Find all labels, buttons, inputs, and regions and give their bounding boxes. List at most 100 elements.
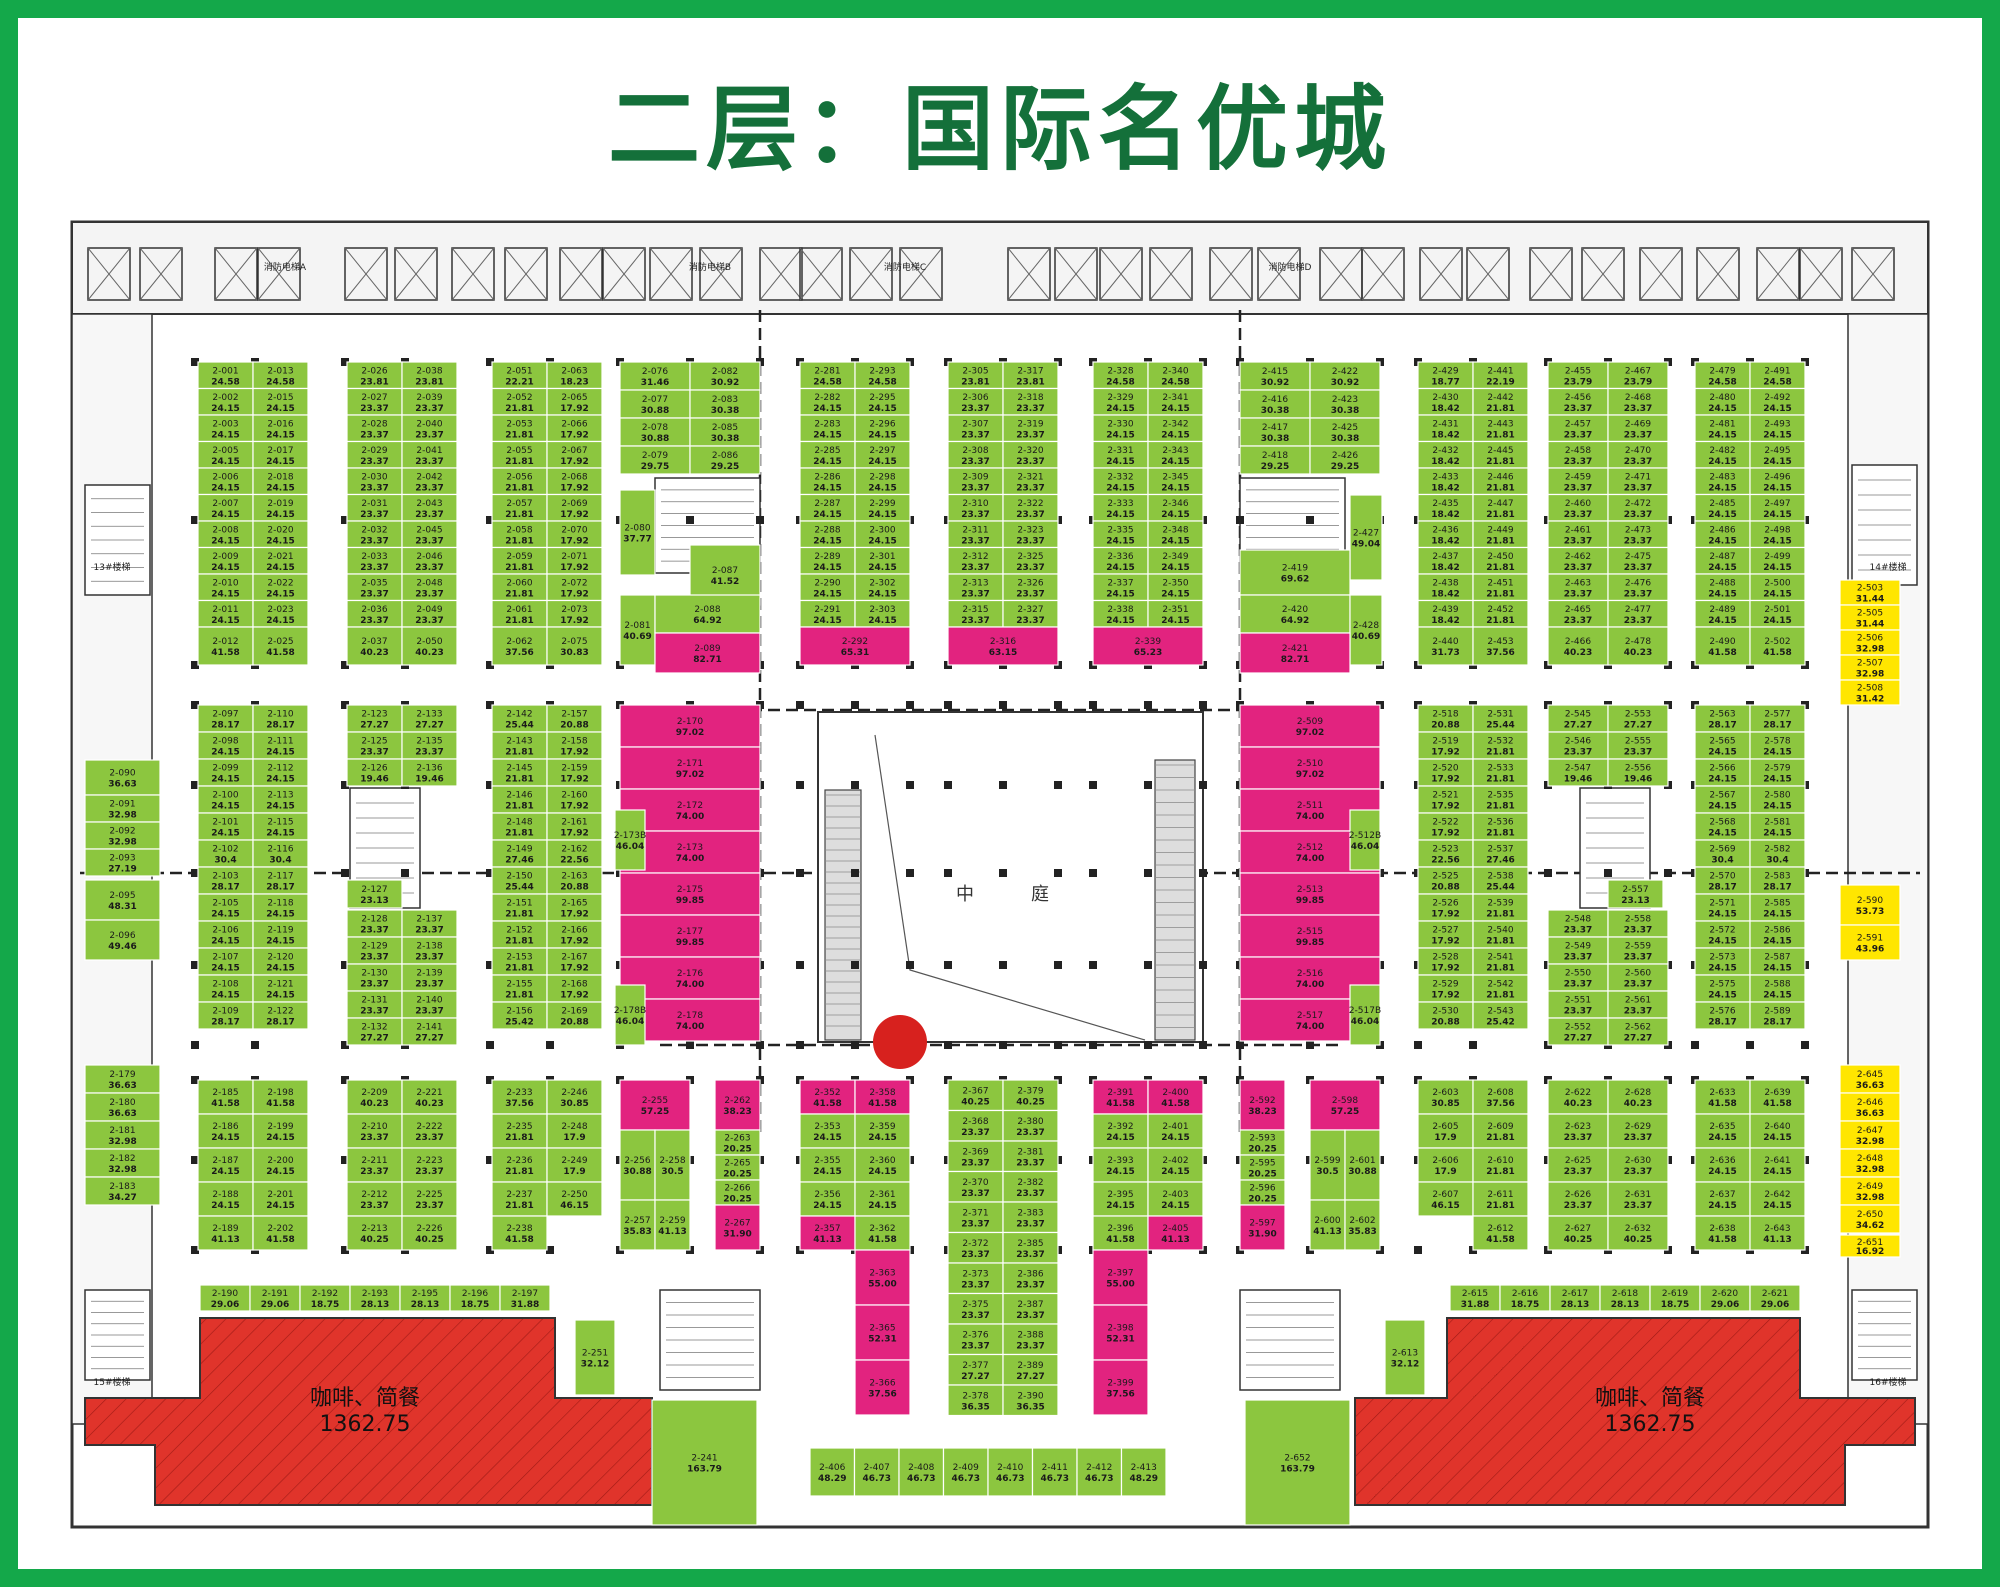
shop-unit[interactable]: 2-45021.81 bbox=[1472, 546, 1529, 575]
shop-unit[interactable]: 2-60617.9 bbox=[1417, 1147, 1474, 1183]
shop-unit[interactable]: 2-40041.58 bbox=[1147, 1079, 1204, 1115]
shop-unit[interactable]: 2-52117.92 bbox=[1417, 785, 1474, 814]
shop-unit[interactable]: 2-09649.46 bbox=[84, 919, 161, 961]
shop-unit[interactable]: 2-56624.15 bbox=[1694, 758, 1751, 787]
shop-unit[interactable]: 2-52217.92 bbox=[1417, 812, 1474, 841]
shop-unit[interactable]: 2-10524.15 bbox=[197, 893, 254, 922]
shop-unit[interactable]: 2-34124.15 bbox=[1147, 387, 1204, 416]
shop-unit[interactable]: 2-18334.27 bbox=[84, 1176, 161, 1206]
shop-unit[interactable]: 2-62840.23 bbox=[1607, 1079, 1669, 1115]
shop-unit[interactable]: 2-34924.15 bbox=[1147, 546, 1204, 575]
shop-unit[interactable]: 2-59320.25 bbox=[1239, 1129, 1286, 1156]
shop-unit[interactable]: 2-26620.25 bbox=[714, 1179, 761, 1206]
shop-unit[interactable]: 2-35324.15 bbox=[799, 1113, 856, 1149]
shop-unit[interactable]: 2-28224.15 bbox=[799, 387, 856, 416]
shop-unit[interactable]: 2-12124.15 bbox=[252, 974, 309, 1003]
shop-unit[interactable]: 2-63941.58 bbox=[1749, 1079, 1806, 1115]
shop-unit[interactable]: 2-07830.88 bbox=[619, 417, 691, 447]
shop-unit[interactable]: 2-41630.38 bbox=[1239, 389, 1311, 419]
shop-unit[interactable]: 2-55923.37 bbox=[1607, 936, 1669, 965]
shop-unit[interactable]: 2-14521.81 bbox=[491, 758, 548, 787]
shop-unit[interactable]: 2-20124.15 bbox=[252, 1181, 309, 1217]
shop-unit[interactable]: 2-52017.92 bbox=[1417, 758, 1474, 787]
shop-unit[interactable]: 2-14621.81 bbox=[491, 785, 548, 814]
shop-unit[interactable]: 2-62623.37 bbox=[1547, 1181, 1609, 1217]
shop-unit[interactable]: 2-43818.42 bbox=[1417, 573, 1474, 602]
shop-unit[interactable]: 2-02723.37 bbox=[346, 387, 403, 416]
shop-unit[interactable]: 2-18624.15 bbox=[197, 1113, 254, 1149]
shop-unit[interactable]: 2-14127.27 bbox=[401, 1017, 458, 1046]
shop-unit[interactable]: 2-63123.37 bbox=[1607, 1181, 1669, 1217]
shop-unit[interactable]: 2-37523.37 bbox=[947, 1292, 1004, 1325]
shop-unit[interactable]: 2-12523.37 bbox=[346, 731, 403, 760]
shop-unit[interactable]: 2-58230.4 bbox=[1749, 839, 1806, 868]
shop-unit[interactable]: 2-49224.15 bbox=[1749, 387, 1806, 416]
shop-unit[interactable]: 2-30723.37 bbox=[947, 414, 1004, 443]
shop-unit[interactable]: 2-55523.37 bbox=[1607, 731, 1669, 760]
shop-unit[interactable]: 2-58124.15 bbox=[1749, 812, 1806, 841]
shop-unit[interactable]: 2-42918.77 bbox=[1417, 361, 1474, 390]
shop-unit[interactable]: 2-58524.15 bbox=[1749, 893, 1806, 922]
shop-unit[interactable]: 2-02324.15 bbox=[252, 599, 309, 628]
shop-unit[interactable]: 2-13823.37 bbox=[401, 936, 458, 965]
shop-unit[interactable]: 2-30923.37 bbox=[947, 467, 1004, 496]
shop-unit[interactable]: 2-61332.12 bbox=[1384, 1319, 1426, 1396]
shop-unit[interactable]: 2-48124.15 bbox=[1694, 414, 1751, 443]
shop-unit[interactable]: 2-35241.58 bbox=[799, 1079, 856, 1115]
shop-unit[interactable]: 2-33224.15 bbox=[1092, 467, 1149, 496]
shop-unit[interactable]: 2-07117.92 bbox=[546, 546, 603, 575]
shop-unit[interactable]: 2-28724.15 bbox=[799, 493, 856, 522]
shop-unit[interactable]: 2-50531.44 bbox=[1839, 604, 1901, 631]
shop-unit[interactable]: 2-05521.81 bbox=[491, 440, 548, 469]
shop-unit[interactable]: 2-39036.35 bbox=[1002, 1384, 1059, 1417]
shop-unit[interactable]: 2-22640.25 bbox=[401, 1215, 458, 1251]
shop-unit[interactable]: 2-13327.27 bbox=[401, 704, 458, 733]
shop-unit[interactable]: 2-64341.13 bbox=[1749, 1215, 1806, 1251]
shop-unit[interactable]: 2-06917.92 bbox=[546, 493, 603, 522]
shop-unit[interactable]: 2-07017.92 bbox=[546, 520, 603, 549]
shop-unit[interactable]: 2-49324.15 bbox=[1749, 414, 1806, 443]
shop-unit[interactable]: 2-03023.37 bbox=[346, 467, 403, 496]
shop-unit[interactable]: 2-11324.15 bbox=[252, 785, 309, 814]
shop-unit[interactable]: 2-32824.58 bbox=[1092, 361, 1149, 390]
shop-unit[interactable]: 2-21023.37 bbox=[346, 1113, 403, 1149]
shop-unit[interactable]: 2-22323.37 bbox=[401, 1147, 458, 1183]
shop-unit[interactable]: 2-47723.37 bbox=[1607, 599, 1669, 628]
shop-unit[interactable]: 2-28924.15 bbox=[799, 546, 856, 575]
shop-unit[interactable]: 2-54923.37 bbox=[1547, 936, 1609, 965]
shop-unit[interactable]: 2-15917.92 bbox=[546, 758, 603, 787]
shop-unit[interactable]: 2-19328.13 bbox=[349, 1284, 401, 1312]
shop-unit[interactable]: 2-13523.37 bbox=[401, 731, 458, 760]
shop-unit[interactable]: 2-62923.37 bbox=[1607, 1113, 1669, 1149]
shop-unit[interactable]: 2-11630.4 bbox=[252, 839, 309, 868]
shop-unit[interactable]: 2-56824.15 bbox=[1694, 812, 1751, 841]
shop-unit[interactable]: 2-19924.15 bbox=[252, 1113, 309, 1149]
shop-unit[interactable]: 2-42530.38 bbox=[1309, 417, 1381, 447]
shop-unit[interactable]: 2-31923.37 bbox=[1002, 414, 1059, 443]
shop-unit[interactable]: 2-29124.15 bbox=[799, 599, 856, 628]
shop-unit[interactable]: 2-13023.37 bbox=[346, 963, 403, 992]
shop-unit[interactable]: 2-54325.42 bbox=[1472, 1001, 1529, 1030]
shop-unit[interactable]: 2-01524.15 bbox=[252, 387, 309, 416]
shop-unit[interactable]: 2-38123.37 bbox=[1002, 1140, 1059, 1173]
shop-unit[interactable]: 2-45823.37 bbox=[1547, 440, 1609, 469]
shop-unit[interactable]: 2-42064.92 bbox=[1239, 594, 1351, 634]
shop-unit[interactable]: 2-173B46.04 bbox=[614, 809, 646, 871]
shop-unit[interactable]: 2-09924.15 bbox=[197, 758, 254, 787]
shop-unit[interactable]: 2-178B46.04 bbox=[614, 984, 646, 1046]
shop-unit[interactable]: 2-32223.37 bbox=[1002, 493, 1059, 522]
shop-unit[interactable]: 2-00524.15 bbox=[197, 440, 254, 469]
shop-unit[interactable]: 2-47623.37 bbox=[1607, 573, 1669, 602]
shop-unit[interactable]: 2-51399.85 bbox=[1239, 872, 1381, 916]
shop-unit[interactable]: 2-34324.15 bbox=[1147, 440, 1204, 469]
shop-unit[interactable]: 2-02823.37 bbox=[346, 414, 403, 443]
shop-unit[interactable]: 2-06517.92 bbox=[546, 387, 603, 416]
shop-unit[interactable]: 2-40846.73 bbox=[898, 1447, 945, 1497]
shop-unit[interactable]: 2-54021.81 bbox=[1472, 920, 1529, 949]
shop-unit[interactable]: 2-23521.81 bbox=[491, 1113, 548, 1149]
shop-unit[interactable]: 2-47323.37 bbox=[1607, 520, 1669, 549]
shop-unit[interactable]: 2-05721.81 bbox=[491, 493, 548, 522]
shop-unit[interactable]: 2-25941.13 bbox=[654, 1199, 691, 1251]
shop-unit[interactable]: 2-04523.37 bbox=[401, 520, 458, 549]
shop-unit[interactable]: 2-60041.13 bbox=[1309, 1199, 1346, 1251]
